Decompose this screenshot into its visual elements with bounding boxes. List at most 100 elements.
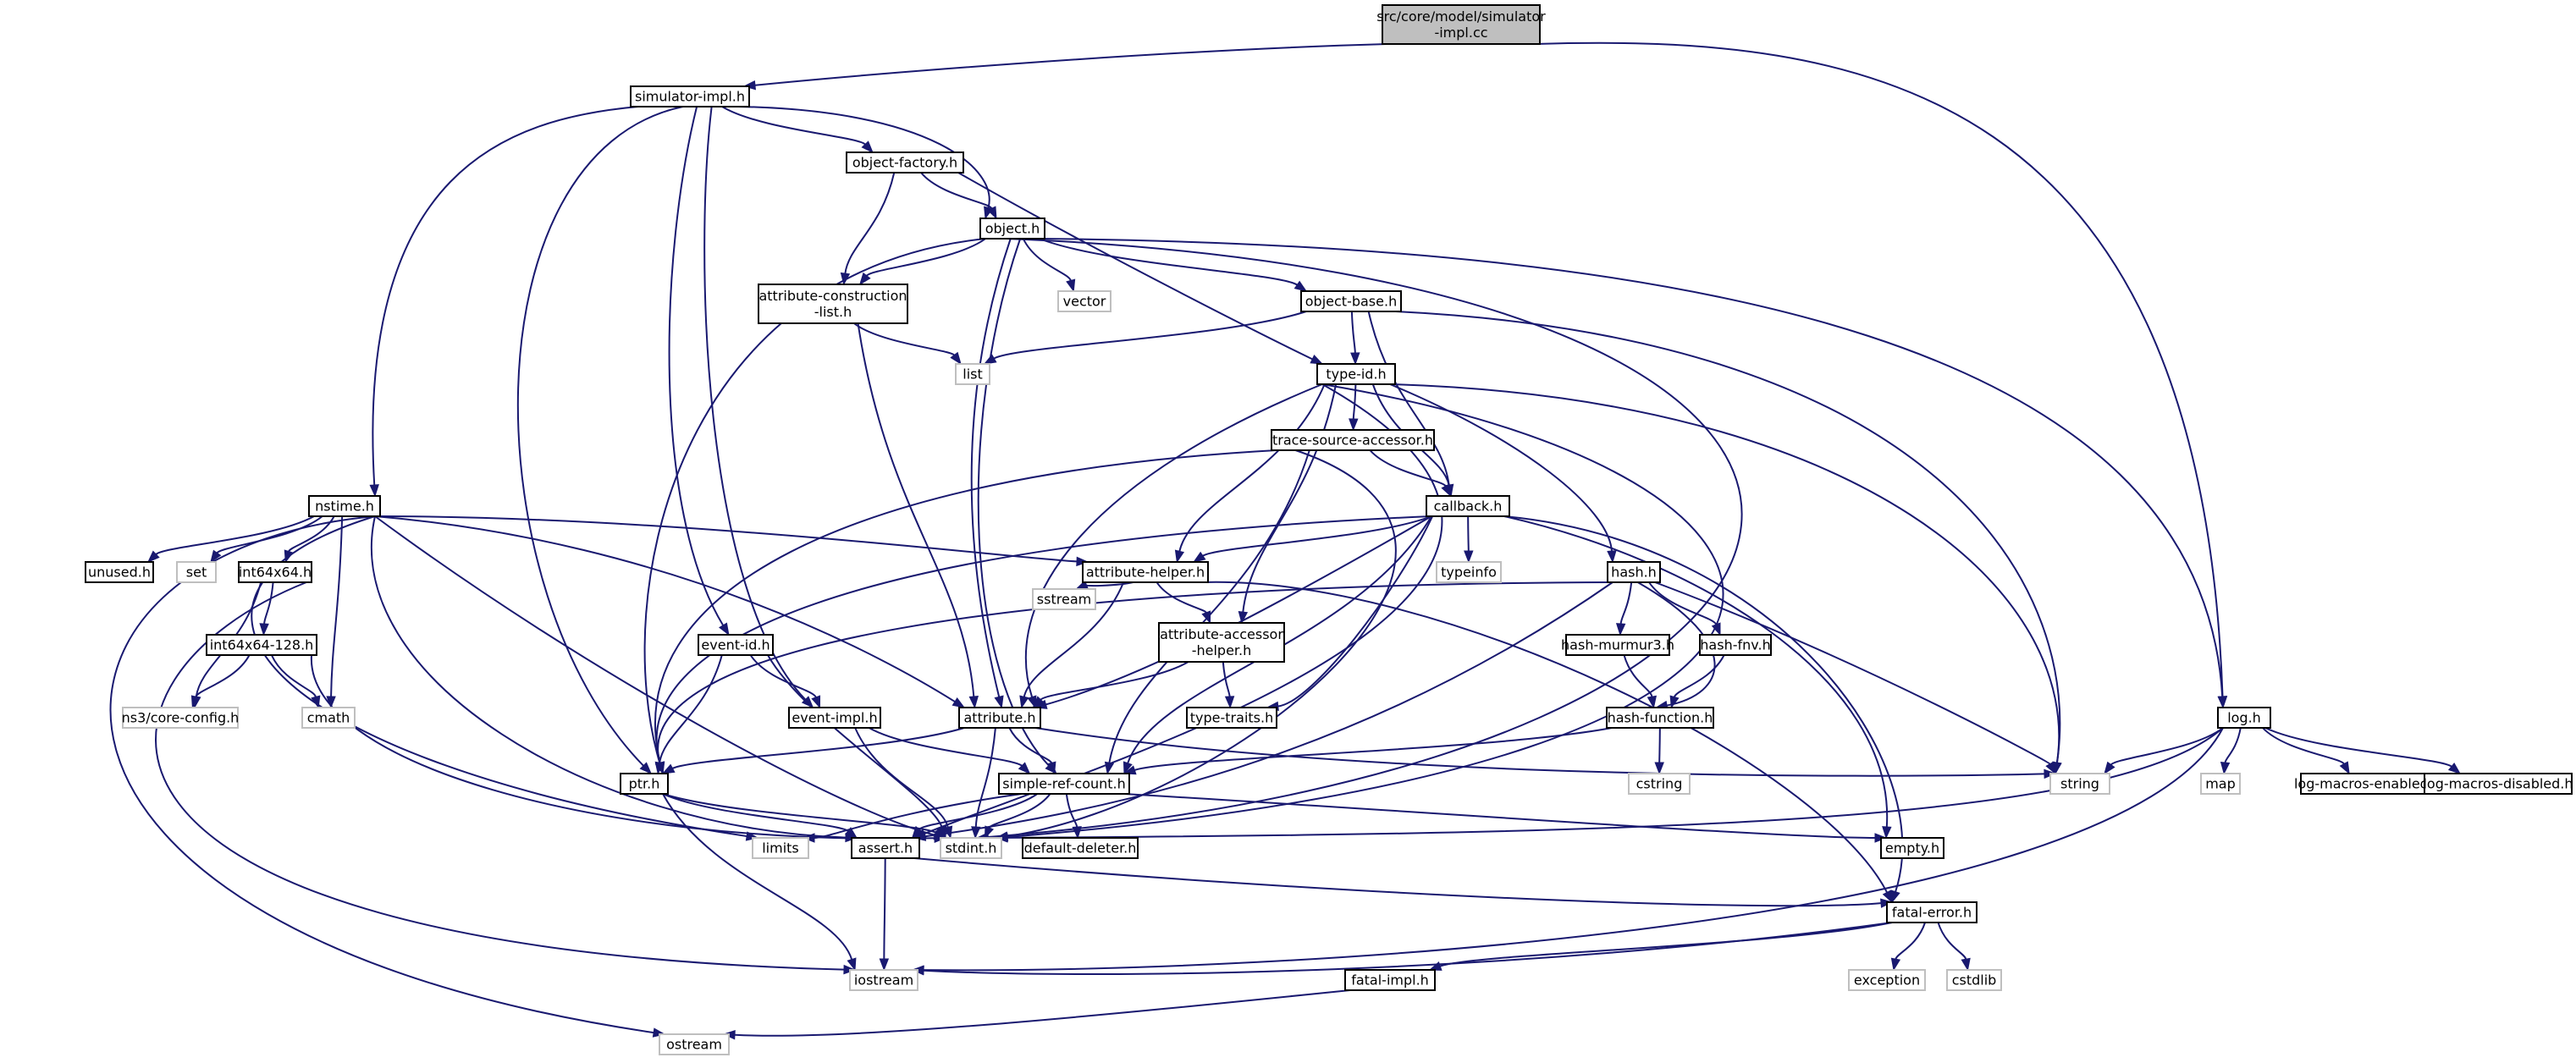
node-fatal-error[interactable]: fatal-error.h (1886, 901, 1978, 923)
edge-root-to-log (1534, 41, 2224, 697)
node-type-traits[interactable]: type-traits.h (1186, 707, 1277, 729)
node-box (1848, 969, 1926, 991)
node-hash-fnv[interactable]: hash-fnv.h (1699, 634, 1772, 656)
node-ptr[interactable]: ptr.h (620, 773, 669, 795)
node-stdint: stdint.h (940, 837, 1002, 859)
node-box (620, 773, 669, 795)
node-label: hash-function.h (1608, 710, 1713, 726)
node-label: log-macros-disabled.h (2423, 776, 2573, 792)
node-attr-constr[interactable]: attribute-construction-list.h (758, 284, 908, 324)
node-label: attribute-construction (758, 288, 907, 304)
node-exception: exception (1848, 969, 1926, 991)
node-event-id[interactable]: event-id.h (698, 634, 774, 656)
node-label: ostream (666, 1037, 722, 1053)
node-log-dis[interactable]: log-macros-disabled.h (2423, 773, 2573, 795)
edge-type_id-to-attribute (1024, 383, 1323, 697)
edge-nstime-to-attr_helper (374, 515, 1078, 563)
node-label: string (2060, 776, 2099, 792)
edge-ptr-to-iostream (662, 793, 853, 960)
node-box (2217, 707, 2271, 729)
arrowhead-attr_helper-to-attr_accessor (1201, 610, 1211, 625)
node-unused[interactable]: unused.h (85, 561, 154, 583)
node-object-factory[interactable]: object-factory.h (846, 151, 964, 173)
edge-fatal_error-to-exception (1895, 922, 1926, 960)
edge-int128-to-cmath (270, 654, 317, 697)
node-hash-function[interactable]: hash-function.h (1606, 707, 1714, 729)
node-attribute[interactable]: attribute.h (958, 707, 1041, 729)
arrowhead-fatal_error-to-exception (1890, 957, 1901, 972)
edge-nstime-to-assert (370, 515, 847, 839)
edge-object_base-to-type_id (1350, 311, 1356, 354)
node-fatal-impl[interactable]: fatal-impl.h (1344, 969, 1436, 991)
edge-object_base-to-list (993, 311, 1307, 360)
node-assert[interactable]: assert.h (851, 837, 920, 859)
arrowhead-hash_function-to-cstring (1654, 762, 1664, 775)
arrowhead-object-to-object_base (1294, 280, 1308, 292)
node-root[interactable]: src/core/model/simulator-impl.cc (1376, 4, 1546, 45)
node-box (659, 1033, 730, 1055)
arrowhead-hash_murmur-to-hash_function (1647, 695, 1658, 709)
node-object[interactable]: object.h (979, 218, 1045, 240)
node-label: nstime.h (315, 498, 374, 515)
arrowhead-attr_accessor-to-attribute (1032, 696, 1045, 708)
arrowhead-simulator_impl-to-ptr (639, 762, 653, 774)
edge-ptr-to-assert (662, 793, 849, 832)
arrowhead-log-to-log_en (2339, 761, 2350, 775)
node-hash[interactable]: hash.h (1607, 561, 1661, 583)
arrowhead-hash-to-string (2045, 761, 2056, 775)
arrowhead-callback-to-attr_helper (1192, 551, 1206, 563)
edge-root-to-simulator_impl (754, 43, 1388, 86)
node-box (1628, 773, 1691, 795)
node-log[interactable]: log.h (2217, 707, 2271, 729)
node-box (1022, 837, 1139, 859)
node-box (238, 561, 312, 583)
node-box (752, 837, 809, 859)
edge-callback-to-attribute (1045, 515, 1432, 706)
edge-object_factory-to-type_id (957, 172, 1313, 361)
arrowhead-type_id-to-hash (1607, 550, 1617, 564)
edge-hash-to-assert (924, 581, 1613, 838)
arrowhead-ptr-to-assert (844, 827, 858, 839)
node-event-impl[interactable]: event-impl.h (788, 707, 881, 729)
node-box (846, 151, 964, 173)
node-label: unused.h (88, 565, 151, 581)
edge-event_id-to-ptr (659, 654, 723, 763)
arrowhead-log-to-log_dis (2447, 763, 2462, 774)
edge-ptr-to-stdint (662, 793, 937, 834)
node-log-en[interactable]: log-macros-enabled.h (2294, 773, 2441, 795)
node-attr-helper[interactable]: attribute-helper.h (1082, 561, 1209, 583)
edge-type_id-to-hash (1389, 383, 1613, 552)
node-label: log.h (2227, 710, 2261, 726)
node-type-id[interactable]: type-id.h (1316, 363, 1396, 385)
node-object-base[interactable]: object-base.h (1300, 290, 1402, 312)
edge-object_factory-to-object (920, 172, 993, 209)
node-label: int64x64-128.h (210, 637, 314, 653)
arrowhead-type_id-to-trace_src (1349, 418, 1359, 432)
node-label: src/core/model/simulator (1376, 8, 1546, 25)
arrowhead-attribute-to-ptr (661, 763, 676, 774)
node-simple-ref[interactable]: simple-ref-count.h (998, 773, 1130, 795)
arrowhead-simple_ref-to-default_deleter (1072, 826, 1082, 840)
node-callback[interactable]: callback.h (1426, 495, 1510, 517)
node-label: int64x64.h (239, 565, 312, 581)
node-int64x64[interactable]: int64x64.h (238, 561, 312, 583)
node-label: hash-murmur3.h (1561, 637, 1674, 653)
node-default-deleter[interactable]: default-deleter.h (1022, 837, 1139, 859)
edge-callback-to-fatal_error (1503, 515, 1904, 892)
node-box (788, 707, 881, 729)
node-nstime[interactable]: nstime.h (308, 495, 381, 517)
arrowhead-type_id-to-attr_accessor (1238, 610, 1249, 625)
node-cstdlib: cstdlib (1946, 969, 2002, 991)
node-empty[interactable]: empty.h (1880, 837, 1944, 859)
edge-simple_ref-to-limits (814, 793, 1022, 839)
node-simulator-impl[interactable]: simulator-impl.h (630, 85, 750, 107)
node-hash-murmur[interactable]: hash-murmur3.h (1561, 634, 1674, 656)
node-attr-accessor[interactable]: attribute-accessor-helper.h (1158, 622, 1285, 663)
node-trace-src[interactable]: trace-source-accessor.h (1271, 429, 1435, 451)
node-box (1300, 290, 1402, 312)
node-ostream: ostream (659, 1033, 730, 1055)
node-int128[interactable]: int64x64-128.h (206, 634, 317, 656)
edge-trace_src-to-callback (1369, 449, 1447, 487)
arrowhead-simulator_impl-to-event_impl (801, 696, 814, 709)
node-label: cstdlib (1952, 972, 1997, 989)
